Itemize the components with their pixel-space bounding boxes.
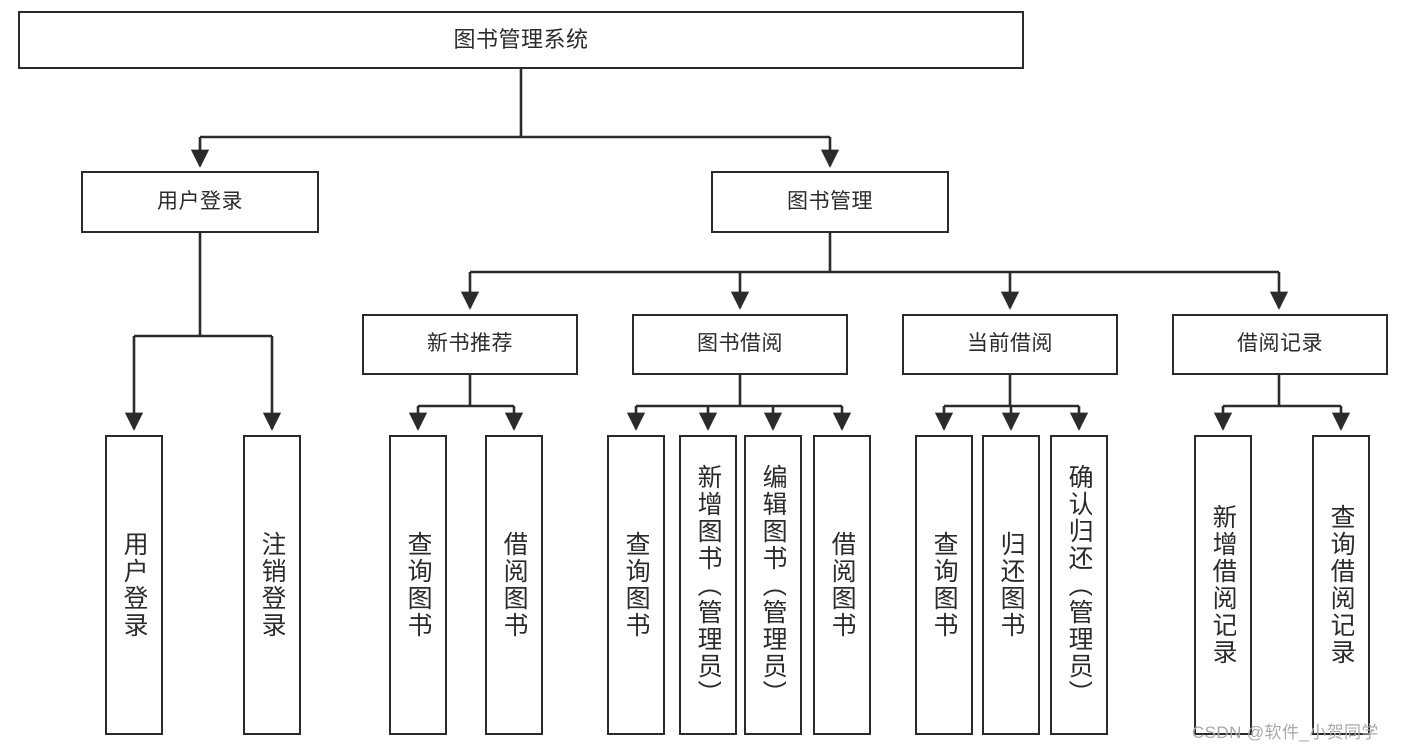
leaf-borrow-book[interactable]: 借阅图书: [813, 435, 871, 735]
leaf-logout-label: 注销登录: [258, 531, 286, 639]
leaf-user-login[interactable]: 用户登录: [105, 435, 163, 735]
node-book-borrow[interactable]: 图书借阅: [632, 314, 848, 375]
node-book-management[interactable]: 图书管理: [711, 171, 949, 233]
node-borrow-records-label: 借阅记录: [1237, 332, 1323, 356]
leaf-query-borrow-record[interactable]: 查询借阅记录: [1312, 435, 1370, 735]
node-book-borrow-label: 图书借阅: [697, 332, 783, 356]
node-current-borrow-label: 当前借阅: [967, 332, 1053, 356]
leaf-query-book-current[interactable]: 查询图书: [915, 435, 973, 735]
node-new-book-recommendation[interactable]: 新书推荐: [362, 314, 578, 375]
leaf-borrow-book-newbook[interactable]: 借阅图书: [485, 435, 543, 735]
leaf-add-borrow-record-label: 新增借阅记录: [1209, 504, 1237, 666]
leaf-borrow-book-newbook-label: 借阅图书: [500, 531, 528, 639]
node-current-borrow[interactable]: 当前借阅: [902, 314, 1118, 375]
node-root[interactable]: 图书管理系统: [18, 11, 1024, 69]
leaf-query-book-newbook[interactable]: 查询图书: [389, 435, 447, 735]
leaf-query-book-current-label: 查询图书: [930, 531, 958, 639]
node-user-login-label: 用户登录: [157, 189, 243, 213]
node-new-book-recommendation-label: 新书推荐: [427, 332, 513, 356]
leaf-query-book-borrow-label: 查询图书: [622, 531, 650, 639]
node-user-login[interactable]: 用户登录: [81, 171, 319, 233]
leaf-query-borrow-record-label: 查询借阅记录: [1327, 504, 1355, 666]
leaf-add-book-admin-label: 新增图书（管理员）: [694, 463, 722, 707]
leaf-query-book-borrow[interactable]: 查询图书: [607, 435, 665, 735]
node-borrow-records[interactable]: 借阅记录: [1172, 314, 1388, 375]
leaf-edit-book-admin[interactable]: 编辑图书（管理员）: [744, 435, 802, 735]
leaf-confirm-return-admin-label: 确认归还（管理员）: [1065, 463, 1093, 707]
leaf-return-book-label: 归还图书: [997, 531, 1025, 639]
leaf-borrow-book-label: 借阅图书: [828, 531, 856, 639]
leaf-query-book-newbook-label: 查询图书: [404, 531, 432, 639]
leaf-edit-book-admin-label: 编辑图书（管理员）: [759, 463, 787, 707]
watermark: CSDN @软件_小贺同学: [1192, 723, 1379, 742]
node-root-label: 图书管理系统: [453, 27, 589, 53]
leaf-add-book-admin[interactable]: 新增图书（管理员）: [679, 435, 737, 735]
leaf-add-borrow-record[interactable]: 新增借阅记录: [1194, 435, 1252, 735]
leaf-return-book[interactable]: 归还图书: [982, 435, 1040, 735]
node-book-management-label: 图书管理: [787, 189, 873, 213]
leaf-logout[interactable]: 注销登录: [243, 435, 301, 735]
leaf-user-login-label: 用户登录: [120, 531, 148, 639]
leaf-confirm-return-admin[interactable]: 确认归还（管理员）: [1050, 435, 1108, 735]
